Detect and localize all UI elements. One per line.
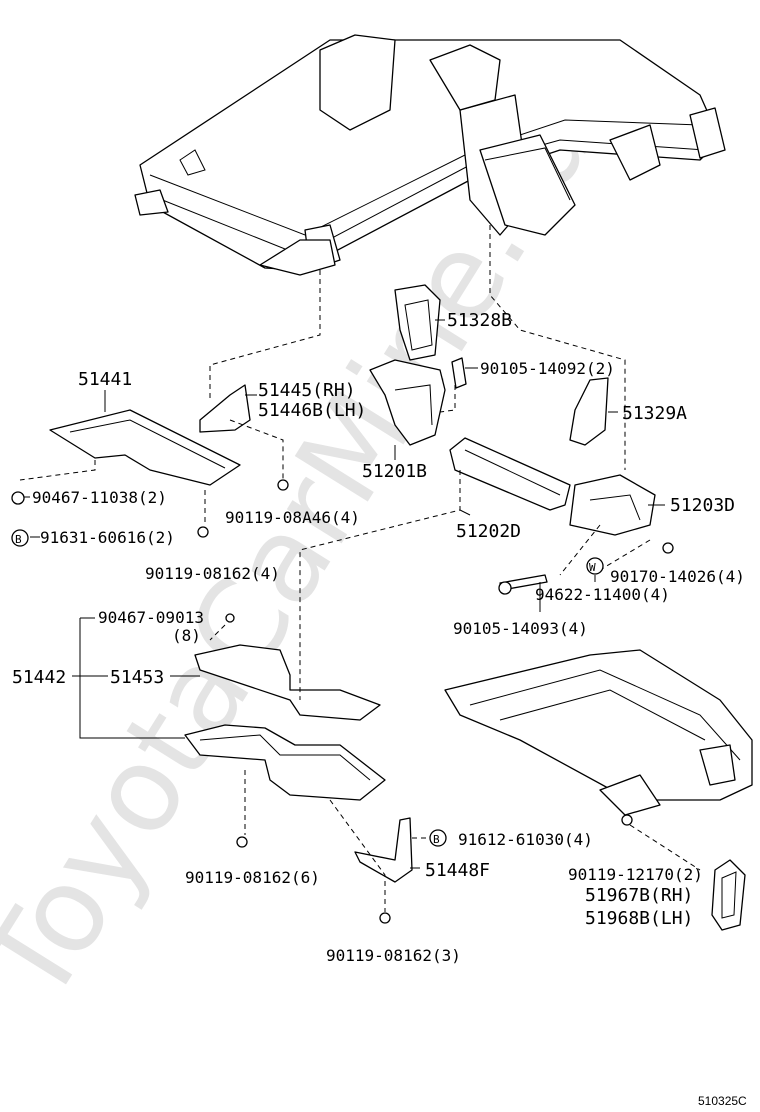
dashed-guides [19,225,701,912]
label-90467-09013: 90467-09013 [98,608,204,627]
label-90105-14093: 90105-14093(4) [453,619,588,638]
label-51441: 51441 [78,369,132,390]
label-51445: 51445(RH) [258,380,356,401]
bolt-90119-12170 [621,814,633,826]
clip-90467-09013 [225,613,235,623]
label-94622-11400: 94622-11400(4) [535,585,670,604]
part-51448F [354,817,413,883]
label-51442: 51442 [12,667,66,688]
nut-90170-14026 [662,542,674,554]
label-51968B: 51968B(LH) [585,908,693,929]
lower-frame-illustration [444,649,753,816]
label-90170-14026: 90170-14026(4) [610,567,745,586]
part-51442 [184,724,386,801]
label-90119-08A46: 90119-08A46(4) [225,508,360,527]
label-90119-08162-3: 90119-08162(3) [326,946,461,965]
label-51203D: 51203D [670,495,735,516]
diagram-code: 510325C [698,1094,747,1108]
upper-frame-illustration [134,34,726,276]
part-51445 [199,384,251,433]
label-91631-60616: 91631-60616(2) [40,528,175,547]
label-51201B: 51201B [362,461,427,482]
bolt-90119-08162-6 [236,836,248,848]
label-51328B: 51328B [447,310,512,331]
bolt-90119-08162-4 [197,526,209,538]
part-51201B [369,359,446,446]
label-51453: 51453 [110,667,164,688]
label-90119-08162-6: 90119-08162(6) [185,868,320,887]
label-90105-14092: 90105-14092(2) [480,359,615,378]
label-51202D: 51202D [456,521,521,542]
part-51441 [49,409,241,486]
marker-b1: B [15,533,22,546]
marker-w: W [589,561,596,574]
bolt-90105-14092 [451,357,467,389]
bolt-90119-08162-3 [379,912,391,924]
label-90119-08162-4: 90119-08162(4) [145,564,280,583]
label-51448F: 51448F [425,860,490,881]
label-90467-11038: 90467-11038(2) [32,488,167,507]
marker-b2: B [433,833,440,846]
label-51329A: 51329A [622,403,687,424]
label-51967B: 51967B(RH) [585,885,693,906]
bolt-90119-08A46 [277,479,289,491]
label-91612-61030: 91612-61030(4) [458,830,593,849]
part-51202D [449,437,571,511]
part-51453 [194,644,381,721]
part-51203D [569,474,656,536]
label-qty-8: (8) [172,626,201,645]
label-51446B: 51446B(LH) [258,400,366,421]
label-90119-12170: 90119-12170(2) [568,865,703,884]
part-51329A [569,377,609,446]
part-51967B [711,859,746,931]
